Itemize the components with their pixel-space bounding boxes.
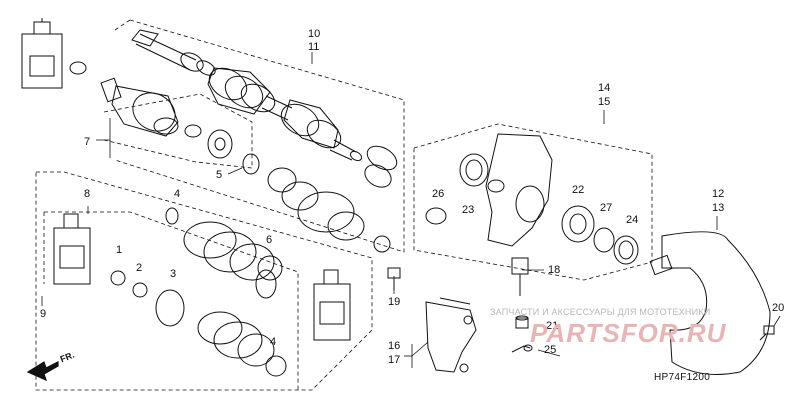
callout-15: 15 [598, 96, 611, 108]
bolt-19 [387, 267, 401, 290]
callout-20: 20 [772, 302, 785, 314]
callout-2: 2 [136, 262, 143, 274]
watermark-brand: PARTSFOR.RU [530, 318, 727, 348]
callout-6: 6 [266, 234, 273, 246]
callout-21: 21 [546, 320, 559, 332]
direction-arrow [26, 361, 59, 382]
group-box-boot-kit-inner [43, 211, 299, 390]
callout-9: 9 [40, 308, 47, 320]
bolt-20 [759, 325, 775, 341]
driveshaft-assembly [131, 29, 398, 188]
callout-22: 22 [572, 184, 585, 196]
callout-27: 27 [600, 202, 613, 214]
oil-bottle-left [53, 213, 91, 285]
callout-13: 13 [712, 202, 725, 214]
callout-3: 3 [170, 268, 177, 280]
callout-17: 17 [388, 354, 401, 366]
boot-kit-upper [110, 207, 283, 299]
boot-kit-lower [155, 289, 287, 377]
callout-5: 5 [216, 169, 223, 181]
callout-25: 25 [544, 344, 557, 356]
callout-8: 8 [84, 188, 91, 200]
group-box-joint [103, 93, 253, 169]
oil-bottle-right [313, 269, 351, 341]
callout-19: 19 [388, 296, 401, 308]
callout-18: 18 [548, 264, 561, 276]
callout-12: 12 [712, 188, 725, 200]
inner-joint [100, 77, 260, 175]
callout-7: 7 [84, 136, 91, 148]
knuckle-assembly [425, 133, 639, 265]
callout-4-lower: 4 [270, 336, 277, 348]
pin-25 [511, 344, 533, 353]
callout-10: 10 [308, 28, 321, 40]
callout-14: 14 [598, 82, 611, 94]
oil-bottle-top [21, 18, 63, 89]
group-box-boot-kit-outer [35, 171, 373, 391]
callout-4-upper: 4 [174, 188, 181, 200]
callout-23: 23 [462, 204, 475, 216]
group-box-knuckle [413, 123, 653, 281]
callout-1: 1 [116, 244, 123, 256]
group-box-driveshaft [114, 19, 405, 253]
nut-21 [515, 315, 529, 329]
reference-code: HP74F1200 [654, 372, 711, 383]
boot-outer-large [267, 167, 391, 253]
ball-joint [511, 257, 529, 296]
callout-11: 11 [308, 41, 320, 53]
skid-plate [425, 297, 477, 373]
callout-16: 16 [388, 340, 401, 352]
disc-shield [649, 231, 771, 375]
callout-24: 24 [626, 214, 639, 226]
callout-26: 26 [432, 188, 445, 200]
clip-ring-top [69, 61, 87, 75]
watermark-caption: ЗАПЧАСТИ И АКСЕССУАРЫ ДЛЯ МОТОТЕХНИКИ [490, 307, 711, 317]
